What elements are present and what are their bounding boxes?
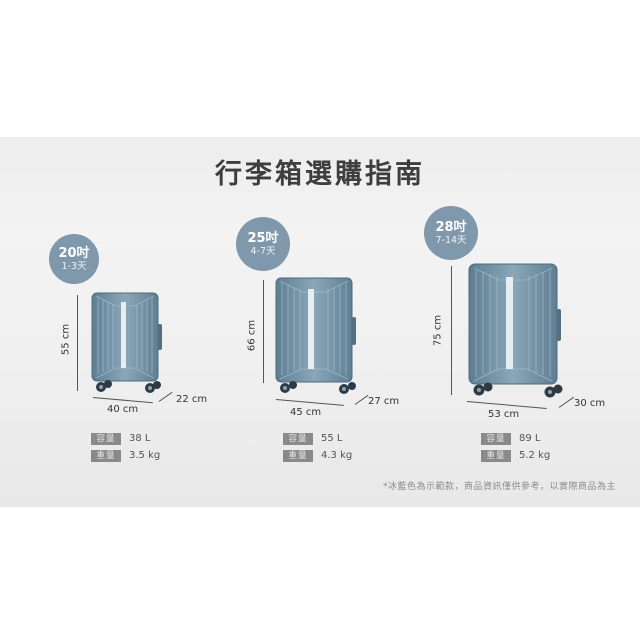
capacity-value: 38 L bbox=[129, 433, 151, 444]
capacity-row: 容量 38 L bbox=[91, 430, 160, 447]
suitcase-image bbox=[468, 263, 563, 398]
weight-tag: 重量 bbox=[91, 449, 121, 462]
weight-value: 5.2 kg bbox=[519, 450, 551, 461]
size-label: 25吋 bbox=[247, 230, 279, 246]
height-label: 55 cm bbox=[60, 323, 72, 356]
footnote: *冰藍色為示範款，商品資訊僅供參考，以實際商品為主 bbox=[382, 482, 616, 492]
specs: 容量 89 L 重量 5.2 kg bbox=[481, 430, 550, 464]
height-dimension-line bbox=[77, 295, 78, 391]
suitcase-image bbox=[275, 277, 356, 394]
size-badge: 20吋 1-3天 bbox=[49, 234, 99, 284]
weight-row: 重量 3.5 kg bbox=[91, 447, 160, 464]
width-label: 45 cm bbox=[290, 407, 322, 418]
trip-days-label: 4-7天 bbox=[250, 245, 276, 257]
size-label: 20吋 bbox=[58, 245, 90, 261]
depth-label: 27 cm bbox=[368, 396, 400, 407]
trip-days-label: 1-3天 bbox=[61, 260, 87, 272]
capacity-value: 55 L bbox=[321, 433, 343, 444]
width-label: 40 cm bbox=[107, 404, 139, 415]
weight-row: 重量 5.2 kg bbox=[481, 447, 550, 464]
weight-value: 4.3 kg bbox=[321, 450, 353, 461]
depth-label: 30 cm bbox=[574, 398, 606, 409]
suitcase-image bbox=[91, 292, 162, 393]
height-dimension-line bbox=[263, 280, 264, 383]
page-title: 行李箱選購指南 bbox=[215, 159, 425, 190]
width-label: 53 cm bbox=[488, 409, 520, 420]
capacity-tag: 容量 bbox=[481, 432, 511, 445]
trip-days-label: 7-14天 bbox=[435, 234, 467, 246]
capacity-value: 89 L bbox=[519, 433, 541, 444]
specs: 容量 38 L 重量 3.5 kg bbox=[91, 430, 160, 464]
weight-tag: 重量 bbox=[481, 449, 511, 462]
weight-value: 3.5 kg bbox=[129, 450, 161, 461]
weight-tag: 重量 bbox=[283, 449, 313, 462]
capacity-tag: 容量 bbox=[283, 432, 313, 445]
height-label: 75 cm bbox=[432, 314, 444, 347]
depth-label: 22 cm bbox=[176, 394, 208, 405]
height-label: 66 cm bbox=[246, 319, 258, 352]
size-label: 28吋 bbox=[435, 219, 467, 235]
weight-row: 重量 4.3 kg bbox=[283, 447, 352, 464]
capacity-row: 容量 55 L bbox=[283, 430, 352, 447]
size-badge: 25吋 4-7天 bbox=[236, 217, 290, 271]
specs: 容量 55 L 重量 4.3 kg bbox=[283, 430, 352, 464]
height-dimension-line bbox=[451, 266, 452, 395]
size-badge: 28吋 7-14天 bbox=[424, 206, 478, 260]
capacity-row: 容量 89 L bbox=[481, 430, 550, 447]
capacity-tag: 容量 bbox=[91, 432, 121, 445]
